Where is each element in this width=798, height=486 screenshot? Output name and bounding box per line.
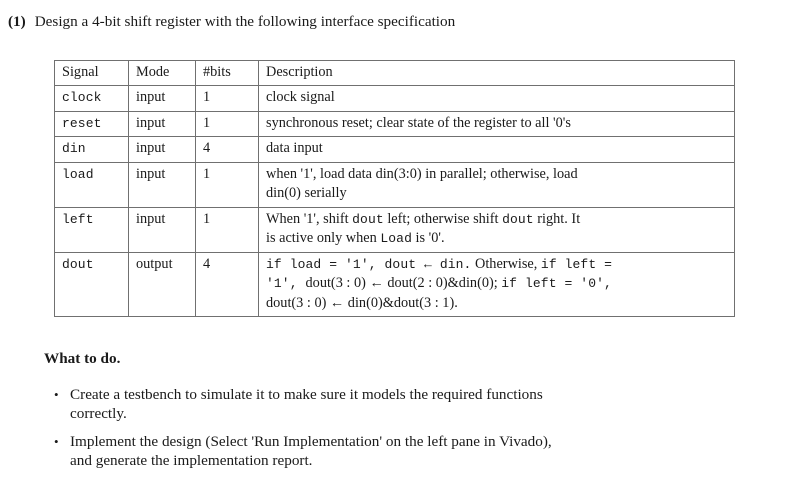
problem-number: (1) (8, 13, 26, 30)
list-item: • Implement the design (Select 'Run Imple… (44, 433, 774, 470)
cell-description: synchronous reset; clear state of the re… (258, 110, 735, 137)
list-item-line: Create a testbench to simulate it to mak… (70, 386, 543, 403)
prose-text: is '0'. (411, 230, 445, 246)
description-line: When '1', shift dout left; otherwise shi… (266, 210, 728, 230)
column-header-signal: Signal (54, 60, 129, 86)
cell-description: when '1', load data din(3:0) in parallel… (258, 161, 735, 208)
cell-bits: 1 (195, 206, 259, 253)
cell-bits: 1 (195, 161, 259, 208)
what-to-do-list: • Create a testbench to simulate it to ma… (44, 386, 774, 480)
prose-text: left; otherwise shift (383, 210, 503, 227)
code-text: Load (380, 231, 412, 246)
cell-mode: input (128, 206, 196, 253)
prose-text: right. It (533, 210, 581, 227)
description-line: clock signal (266, 88, 728, 108)
description-line: when '1', load data din(3:0) in parallel… (266, 165, 728, 185)
cell-bits: 1 (195, 85, 259, 112)
list-item-line: correctly. (70, 404, 127, 422)
bullet-icon: • (54, 387, 59, 402)
prose-text: Otherwise, (471, 255, 541, 272)
description-line: data input (266, 139, 728, 159)
table-header: Signal Mode #bits Description (54, 60, 735, 86)
cell-bits: 4 (195, 136, 259, 163)
prose-text: When '1', shift (266, 210, 353, 227)
cell-description: data input (258, 136, 735, 163)
column-header-description: Description (258, 60, 735, 86)
description-line: '1', dout(3 : 0) ← dout(2 : 0)&din(0); i… (266, 274, 728, 294)
description-line: if load = '1', dout ← din. Otherwise, if… (266, 255, 728, 275)
code-text: if left = (540, 256, 613, 272)
cell-signal: load (54, 161, 129, 208)
cell-mode: input (128, 85, 196, 112)
code-text: '1', (266, 276, 306, 291)
prose-text: din(0) serially (266, 185, 347, 201)
cell-description: if load = '1', dout ← din. Otherwise, if… (258, 251, 735, 317)
cell-description: When '1', shift dout left; otherwise shi… (258, 206, 735, 253)
cell-signal: clock (54, 85, 129, 112)
code-text: if load = '1', dout ← din. (266, 256, 472, 272)
prose-text: is active only when (266, 230, 381, 246)
prose-text: dout(3 : 0) ← dout(2 : 0)&din(0); (305, 275, 502, 291)
description-line: din(0) serially (266, 184, 728, 204)
cell-mode: input (128, 110, 196, 137)
bullet-icon: • (54, 434, 59, 449)
list-item-line: and generate the implementation report. (70, 451, 313, 469)
prose-text: dout(3 : 0) ← din(0)&dout(3 : 1). (266, 294, 458, 311)
description-line: synchronous reset; clear state of the re… (266, 114, 728, 134)
code-text: dout (352, 211, 384, 227)
table-header-row: Signal Mode #bits Description (54, 60, 735, 86)
prose-text: synchronous reset; clear state of the re… (266, 114, 571, 131)
prose-text: when '1', load data din(3:0) in parallel… (266, 165, 578, 182)
description-line: is active only when Load is '0'. (266, 229, 728, 249)
description-line: dout(3 : 0) ← din(0)&dout(3 : 1). (266, 294, 728, 314)
problem-statement: Design a 4-bit shift register with the f… (34, 13, 456, 30)
problem-heading: (1) Design a 4-bit shift register with th… (8, 12, 790, 32)
code-text: dout (502, 211, 534, 227)
what-to-do-title: What to do. (44, 350, 121, 367)
cell-signal: din (54, 136, 129, 163)
cell-signal: reset (54, 110, 129, 137)
cell-description: clock signal (258, 85, 735, 112)
column-header-bits: #bits (195, 60, 259, 86)
cell-signal: left (54, 206, 129, 253)
list-item-line: Implement the design (Select 'Run Implem… (70, 433, 552, 450)
list-item: • Create a testbench to simulate it to ma… (44, 386, 774, 423)
code-text: if left = '0', (501, 276, 612, 291)
cell-signal: dout (54, 251, 129, 317)
prose-text: data input (266, 140, 323, 156)
column-header-mode: Mode (128, 60, 196, 86)
cell-mode: output (128, 251, 196, 317)
cell-bits: 4 (195, 251, 259, 317)
prose-text: clock signal (266, 89, 335, 105)
cell-mode: input (128, 136, 196, 163)
cell-bits: 1 (195, 110, 259, 137)
cell-mode: input (128, 161, 196, 208)
